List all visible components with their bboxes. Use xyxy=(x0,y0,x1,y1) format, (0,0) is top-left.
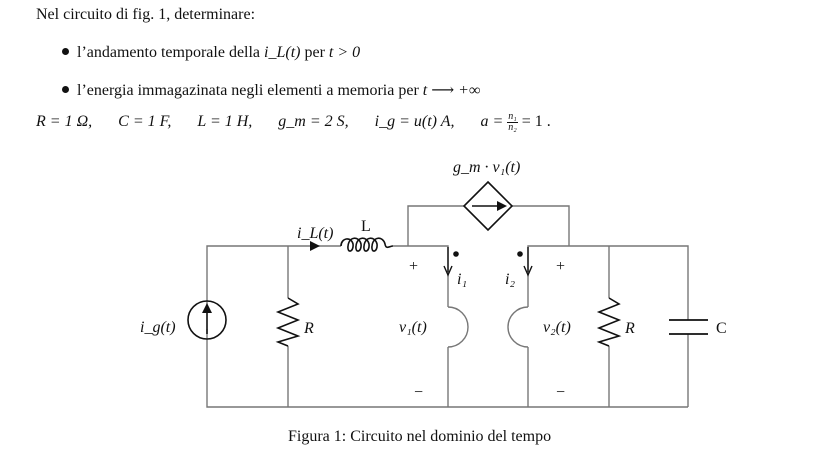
task-text: l’andamento temporale della xyxy=(77,44,265,61)
bullet-icon xyxy=(62,85,69,93)
wire-dep-right xyxy=(512,205,570,246)
task-text: l’energia immagazinata negli elementi a … xyxy=(77,82,423,99)
param-l: L = 1 H, xyxy=(197,113,253,131)
v1-label: v₁(t) xyxy=(399,319,427,336)
current-arrow-icon xyxy=(310,241,320,251)
dot-marker-secondary xyxy=(517,251,523,257)
current-source xyxy=(187,300,227,340)
figure-caption: Figura 1: Circuito nel dominio del tempo xyxy=(288,428,552,445)
inductor-label: L xyxy=(361,218,371,235)
bullet-icon xyxy=(62,47,69,55)
inductor-current-label: i_L(t) xyxy=(297,225,333,242)
param-ig: i_g = u(t) A, xyxy=(374,113,455,131)
resistor-left xyxy=(275,297,301,347)
v1-plus: + xyxy=(409,258,418,275)
primary-winding xyxy=(447,306,469,348)
task-item: l’energia immagazinata negli elementi a … xyxy=(62,80,480,100)
resistor-right-label: R xyxy=(624,320,635,337)
capacitor xyxy=(669,319,708,335)
task-math: i_L(t) xyxy=(264,44,301,61)
capacitor-label: C xyxy=(716,320,727,337)
source-label: i_g(t) xyxy=(140,319,176,336)
v1-minus: − xyxy=(414,384,423,401)
dependent-current-source xyxy=(462,180,514,232)
task-text: per xyxy=(300,44,329,61)
ratio-numerator: n₁ xyxy=(507,111,518,123)
wire-top-left xyxy=(206,245,341,311)
wire-dep-left xyxy=(407,205,464,246)
v2-label: v₂(t) xyxy=(543,319,571,336)
resistor-right xyxy=(596,297,622,347)
param-r: R = 1 Ω, xyxy=(36,113,93,131)
secondary-winding xyxy=(507,306,529,348)
parameter-list: R = 1 Ω, C = 1 F, L = 1 H, g_m = 2 S, i_… xyxy=(36,112,551,133)
wire-primary-top xyxy=(393,245,449,307)
ratio-denominator: n₂ xyxy=(508,122,517,133)
inductor xyxy=(340,237,394,252)
ratio-rhs: = 1 . xyxy=(521,113,551,131)
ratio-lhs: a = xyxy=(480,113,504,131)
task-condition: t ⟶ +∞ xyxy=(422,82,481,99)
v2-minus: − xyxy=(556,384,565,401)
dependent-source-label: g_m · v₁(t) xyxy=(453,159,520,176)
v2-plus: + xyxy=(556,258,565,275)
param-gm: g_m = 2 S, xyxy=(278,113,349,131)
i1-label: i₁ xyxy=(457,271,467,288)
task-condition: t > 0 xyxy=(328,44,361,61)
problem-intro: Nel circuito di fig. 1, determinare: xyxy=(36,6,256,23)
i2-label: i₂ xyxy=(505,271,515,288)
param-c: C = 1 F, xyxy=(118,113,172,131)
resistor-left-label: R xyxy=(303,320,314,337)
wires xyxy=(206,205,689,408)
dot-marker-primary xyxy=(453,251,459,257)
task-item: l’andamento temporale della i_L(t) per t… xyxy=(62,44,360,62)
